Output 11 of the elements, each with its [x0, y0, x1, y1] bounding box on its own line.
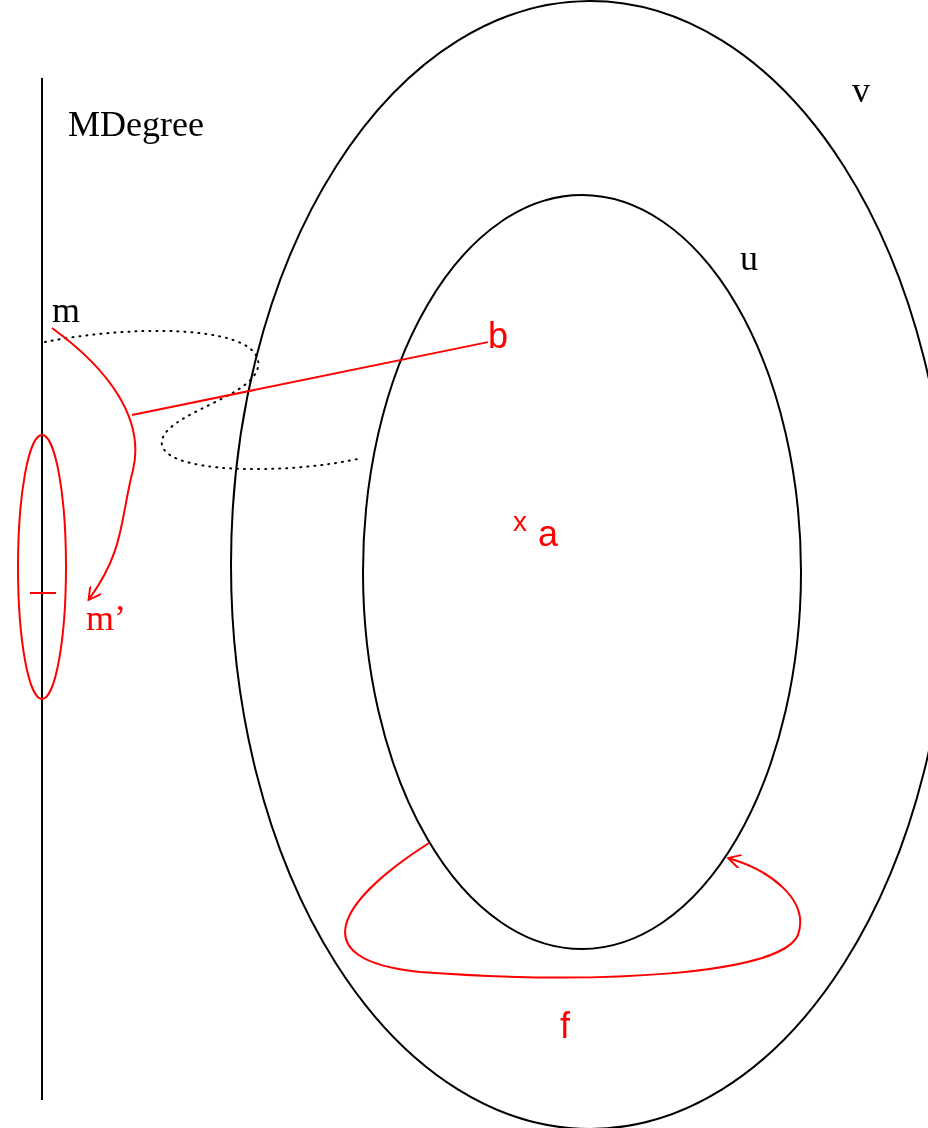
point-mark: x [513, 508, 527, 536]
set-label: u [740, 240, 758, 276]
axis-title: MDegree [68, 106, 204, 142]
segment-label: b [488, 318, 509, 354]
point-label: m [52, 292, 80, 328]
set-label: v [852, 72, 870, 108]
point-label: a [538, 516, 559, 552]
point-label: m’ [86, 600, 126, 636]
curved-arrow [51, 327, 137, 601]
curved-arrow [344, 842, 801, 979]
line-segment [131, 341, 489, 416]
